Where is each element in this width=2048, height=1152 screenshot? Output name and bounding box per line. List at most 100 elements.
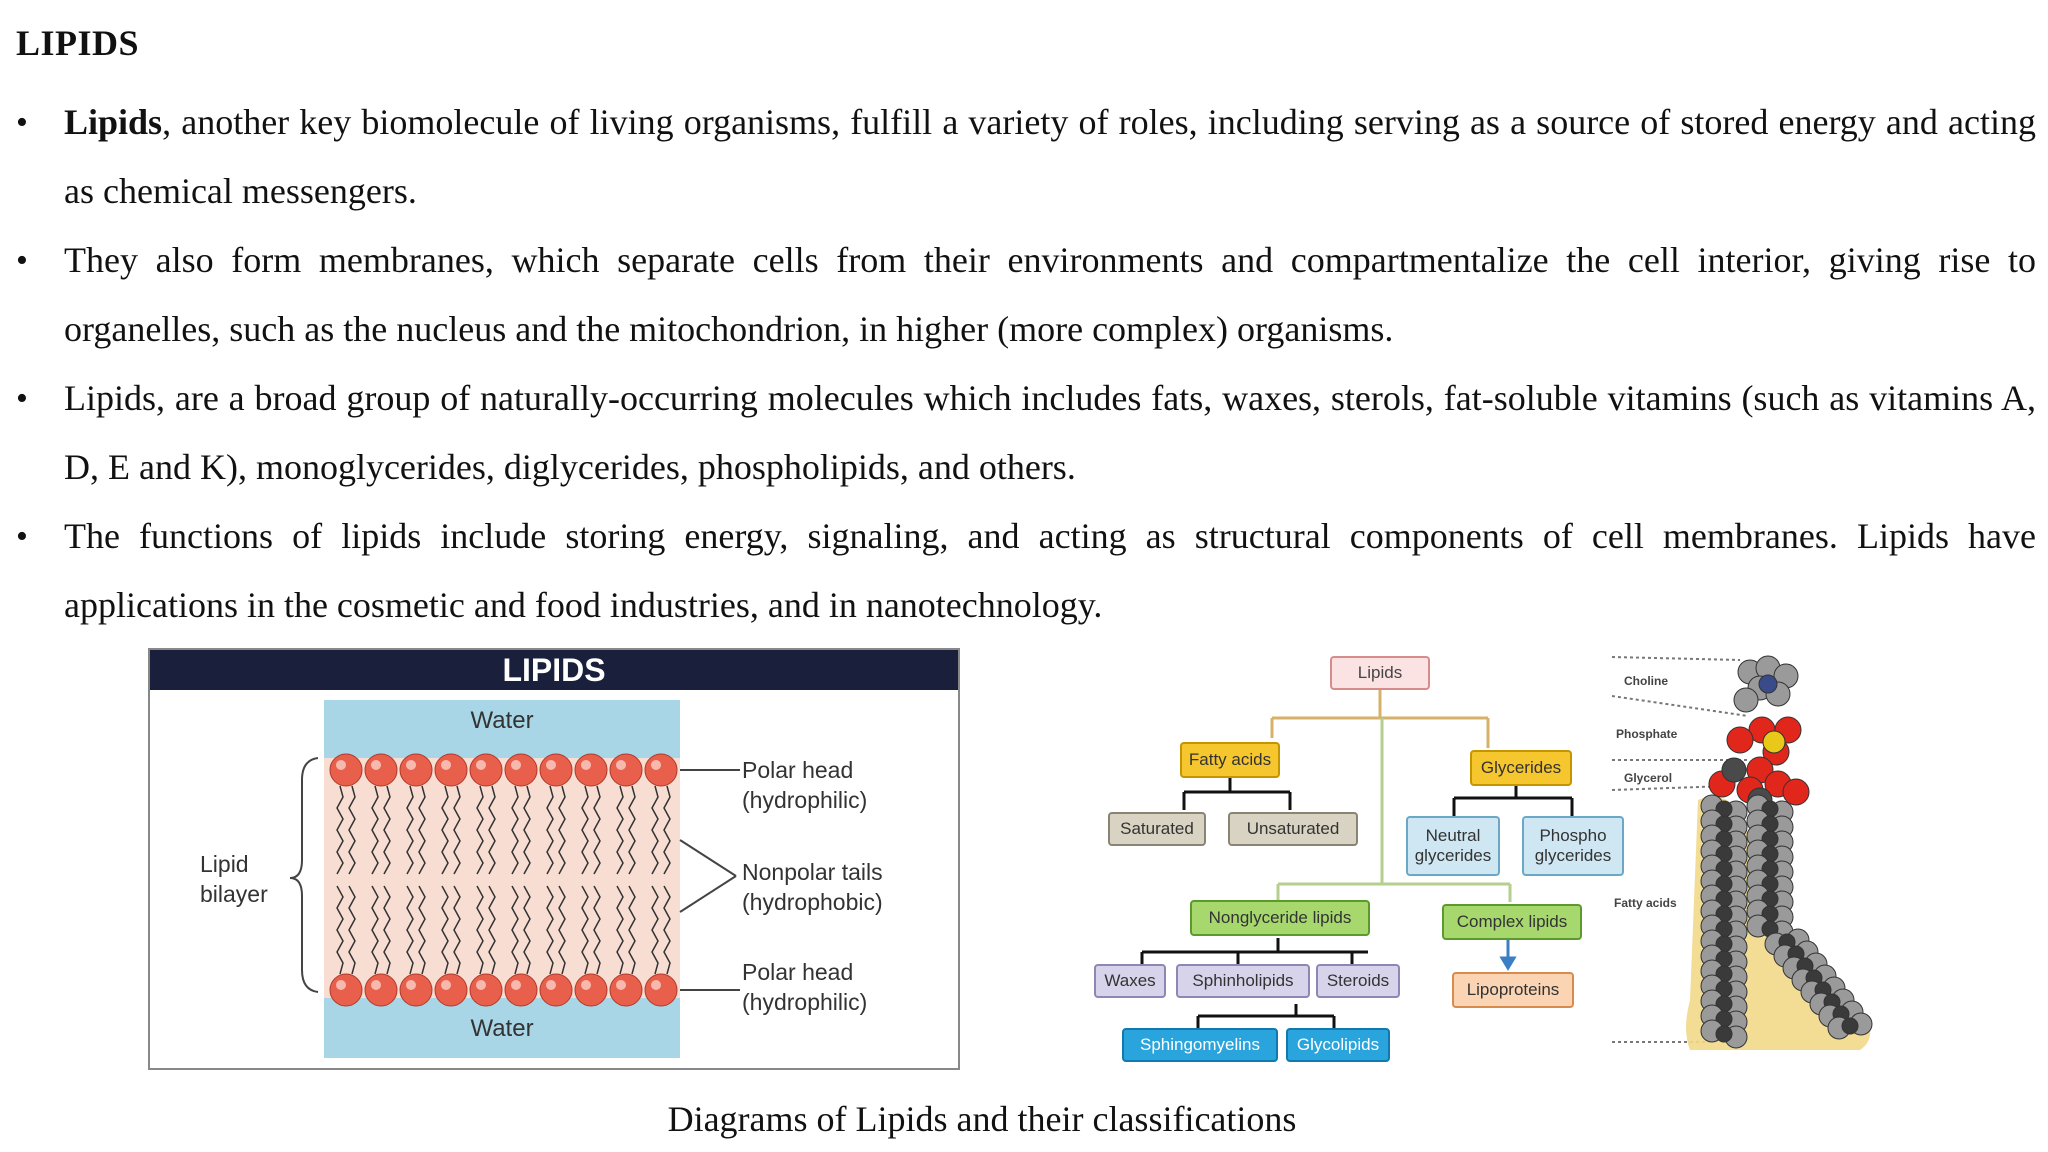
carbon-atom [1787,945,1805,963]
node-fatty-acids: Fatty acids [1180,742,1280,778]
node-sphingomyelins: Sphingomyelins [1122,1028,1278,1062]
hydrogen-atom [1770,845,1794,869]
carbon-atom [1761,875,1779,893]
lipid-head-highlight [651,760,661,770]
hydrogen-atom [1700,974,1724,998]
carbon-atom [1747,787,1773,813]
nitrogen-atom [1758,674,1778,694]
hydrogen-atom [1700,944,1724,968]
node-nonglyceride-lipids: Nonglyceride lipids [1190,900,1370,936]
phosphate-label: Phosphate [1616,727,1678,741]
lipid-head-highlight [511,760,521,770]
hydrogen-atom [1746,884,1770,908]
oxygen-atom [1708,770,1736,798]
lipid-head-highlight [406,980,416,990]
lipid-head [329,753,363,787]
carbon-atom [1823,993,1841,1011]
choline-atom [1737,659,1763,685]
lipid-head-highlight [406,760,416,770]
node-glycerides: Glycerides [1470,750,1572,786]
carbon-atom [1715,950,1733,968]
lipid-tail [441,785,449,875]
hydrogen-atom [1849,1012,1873,1036]
page-title: LIPIDS [16,23,140,63]
hydrogen-atom [1724,950,1748,974]
polar-head-bottom-label: Polar head [742,959,853,985]
lipid-head-highlight [441,980,451,990]
carbon-atom [1841,1017,1859,1035]
lipid-head-highlight [371,980,381,990]
lipid-tail [453,885,461,975]
lipid-head-highlight [546,980,556,990]
lipid-head [329,973,363,1007]
carbon-atom [1715,920,1733,938]
hydrogen-atom [1700,899,1724,923]
lipid-tail [593,885,601,975]
hydrogen-atom [1700,1004,1724,1028]
carbon-atom [1761,905,1779,923]
carbon-atom [1796,957,1814,975]
lipid-head [504,753,538,787]
hydrogen-atom [1724,905,1748,929]
node-steroids: Steroids [1316,964,1400,998]
hydrogen-atom [1773,944,1797,968]
lipid-head [399,753,433,787]
lipid-tail [616,785,624,875]
hydrogen-atom [1746,869,1770,893]
polar-head-top-label: Polar head [742,757,853,783]
oxygen-atom [1774,716,1802,744]
lipid-tail [651,885,659,975]
hydrogen-atom [1700,824,1724,848]
lipid-head-highlight [651,980,661,990]
hydrogen-atom [1724,1010,1748,1034]
carbon-atom [1715,860,1733,878]
choline-atom [1755,655,1781,681]
carbon-atom [1715,905,1733,923]
carbon-atom [1715,1025,1733,1043]
bilayer-bracket [289,757,319,993]
hydrogen-atom [1746,854,1770,878]
node-saturated: Saturated [1108,812,1206,846]
carbon-atom [1761,830,1779,848]
carbon-atom [1761,845,1779,863]
lipid-head-highlight [476,760,486,770]
hydrogen-atom [1724,890,1748,914]
lipid-tail [488,885,496,975]
bullet-text: The functions of lipids include storing … [64,516,2036,625]
lipid-head [609,973,643,1007]
lipid-tail [511,885,519,975]
hydrogen-atom [1700,884,1724,908]
hydrogen-atom [1724,995,1748,1019]
lipid-tail [406,785,414,875]
hydrogen-atom [1782,956,1806,980]
lipid-head [644,753,678,787]
carbon-atom [1721,757,1747,783]
lipid-tail [663,785,671,875]
hydrogen-atom [1700,959,1724,983]
hydrogen-atom [1700,929,1724,953]
hydrogen-atom [1770,800,1794,824]
lipid-tail [476,785,484,875]
lipid-tail [546,885,554,975]
carbon-atom [1761,800,1779,818]
bullet-dot: • [16,242,28,279]
water-bottom-label: Water [470,1015,533,1042]
hydrogen-atom [1700,1019,1724,1043]
lipid-head-highlight [616,760,626,770]
hydrogen-atom [1724,1025,1748,1049]
hydrogen-atom [1840,1000,1864,1024]
hydrogen-atom [1724,920,1748,944]
pointer-line [679,875,737,913]
bullet-item: • They also form membranes, which separa… [16,226,2036,364]
node-phospho-line1: Phospho [1539,825,1607,845]
hydrogen-atom [1804,952,1828,976]
carbon-atom [1761,920,1779,938]
lipid-head [609,753,643,787]
lipid-tail [371,885,379,975]
bullet-item: • Lipids, are a broad group of naturally… [16,364,2036,502]
carbon-atom [1715,800,1733,818]
hydrogen-atom [1746,839,1770,863]
hydrogen-atom [1827,1016,1851,1040]
lipid-tail [348,885,356,975]
hydrogen-atom [1724,830,1748,854]
